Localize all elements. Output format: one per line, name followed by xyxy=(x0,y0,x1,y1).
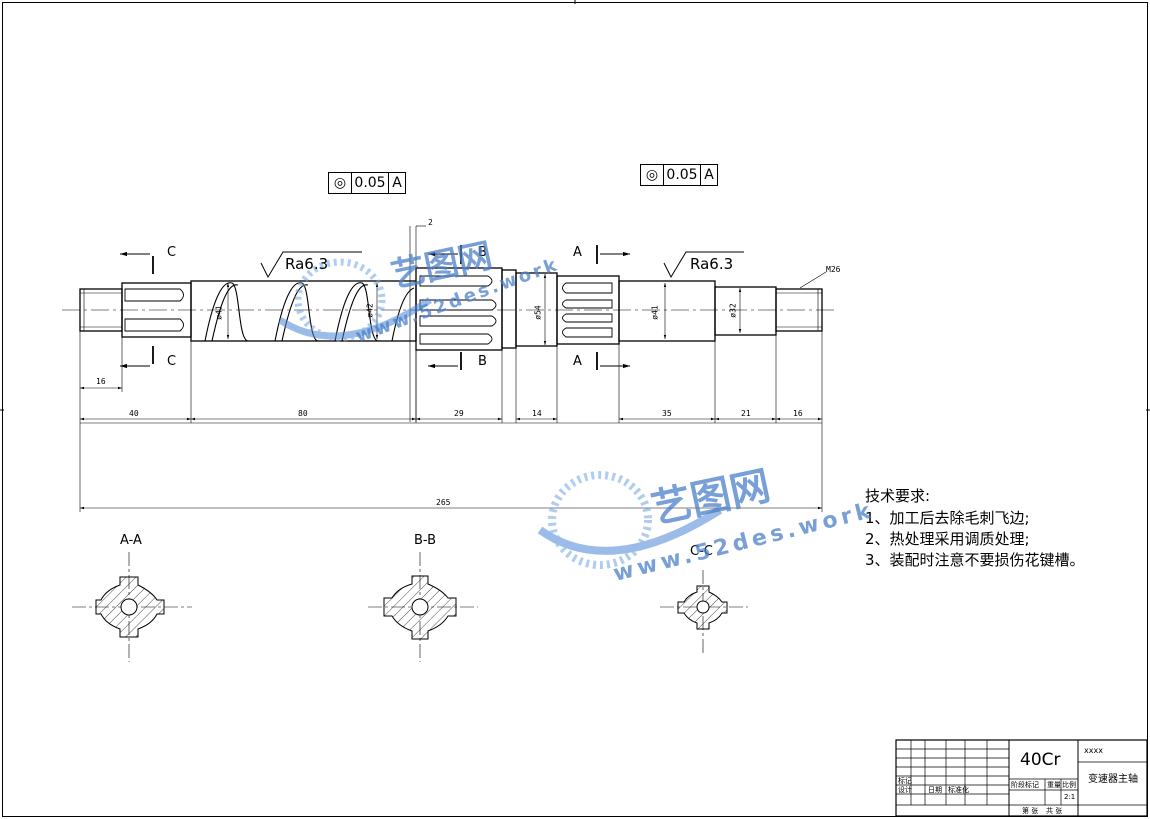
section-cut-markers xyxy=(120,245,630,370)
diameter-label: ø54 xyxy=(533,305,543,320)
dimension-29: 29 xyxy=(454,409,464,418)
diameter-label: ø41 xyxy=(214,305,224,320)
section-title-b: B-B xyxy=(414,533,437,548)
title-block xyxy=(895,739,1148,817)
dimension-80: 80 xyxy=(298,409,308,418)
watermark-logo xyxy=(278,258,723,569)
shaft-outline xyxy=(79,267,823,351)
thread-label: M26 xyxy=(826,265,841,274)
tech-requirements-title: 技术要求: xyxy=(865,487,931,505)
label-weight: 重量 xyxy=(1047,781,1061,789)
section-mark-a-top: A xyxy=(573,245,582,260)
label-sheet: 第 张 xyxy=(1022,807,1039,815)
dimension-35: 35 xyxy=(662,409,672,418)
gap-label: 2 xyxy=(428,218,433,227)
section-mark-b-bottom: B xyxy=(478,354,487,369)
section-view-a xyxy=(72,552,192,662)
tech-requirement-item: 3、装配时注意不要损伤花键槽。 xyxy=(865,551,1085,569)
diameter-label: ø41 xyxy=(650,305,660,320)
length-dimensions xyxy=(79,331,823,512)
roughness-label-left: Ra6.3 xyxy=(285,255,329,273)
company-name: xxxx xyxy=(1084,746,1103,755)
label-scale: 比例 xyxy=(1062,781,1076,789)
tech-requirement-item: 2、热处理采用调质处理; xyxy=(865,530,1030,548)
dimension-16-left: 16 xyxy=(96,377,106,386)
roughness-symbols xyxy=(260,251,744,279)
section-view-c xyxy=(660,570,748,655)
tolerance-frame-left: ◎ 0.05 A xyxy=(328,172,406,194)
section-mark-b-top: B xyxy=(478,245,487,260)
diameter-label: ø32 xyxy=(728,303,738,318)
section-mark-c-bottom: C xyxy=(167,354,177,369)
tolerance-frame-right: ◎ 0.05 A xyxy=(640,164,718,186)
section-title-c: C-C xyxy=(690,544,713,559)
tech-requirement-item: 1、加工后去除毛刺飞边; xyxy=(865,509,1030,527)
material: 40Cr xyxy=(1020,750,1061,770)
concentricity-icon: ◎ xyxy=(329,173,352,193)
label-stage: 阶段标记 xyxy=(1011,781,1039,789)
roughness-label-right: Ra6.3 xyxy=(690,255,734,273)
scale-value: 2:1 xyxy=(1064,793,1076,801)
section-mark-a-bottom: A xyxy=(573,354,582,369)
dimension-21: 21 xyxy=(741,409,751,418)
dimension-14: 14 xyxy=(532,409,542,418)
section-view-b xyxy=(368,552,478,662)
right-spline xyxy=(562,282,613,338)
label-design: 设计 xyxy=(898,786,912,794)
middle-spline xyxy=(419,275,497,345)
dimension-16-right: 16 xyxy=(793,409,803,418)
label-total-sheets: 共 张 xyxy=(1046,807,1063,815)
part-name: 变速器主轴 xyxy=(1088,774,1138,785)
dimension-total: 265 xyxy=(436,498,451,507)
section-mark-c-top: C xyxy=(167,245,177,260)
label-standard: 标准化 xyxy=(948,786,969,794)
left-spline xyxy=(124,288,184,332)
diameter-label: ø42 xyxy=(365,303,375,318)
concentricity-icon: ◎ xyxy=(641,165,664,185)
dimension-40: 40 xyxy=(129,409,139,418)
section-title-a: A-A xyxy=(120,533,142,548)
label-date: 日期 xyxy=(928,786,942,794)
label-mark: 标记 xyxy=(898,777,912,785)
